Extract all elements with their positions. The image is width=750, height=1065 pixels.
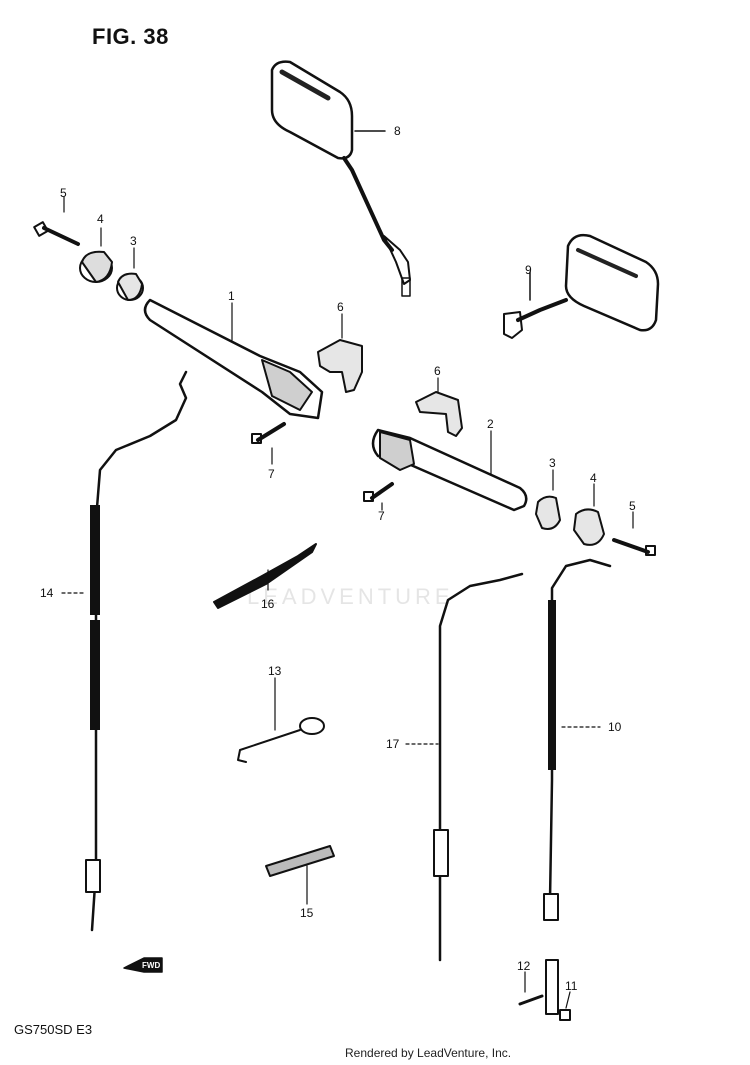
adjuster-nut bbox=[559, 991, 571, 1021]
callout-2: 2 bbox=[487, 417, 494, 431]
adjuster-bolt bbox=[518, 971, 544, 1006]
left-spacer bbox=[116, 247, 144, 301]
watermark-text: LEADVENTURE bbox=[247, 584, 454, 609]
callout-3-left: 3 bbox=[130, 234, 137, 248]
right-spacer bbox=[535, 469, 561, 530]
clutch-cable bbox=[61, 370, 188, 932]
right-handlebar bbox=[371, 428, 528, 512]
callout-11: 11 bbox=[565, 979, 578, 993]
callout-10: 10 bbox=[608, 720, 622, 734]
callout-4-left: 4 bbox=[97, 212, 104, 226]
callout-13: 13 bbox=[268, 664, 282, 678]
cable-bracket bbox=[265, 845, 335, 905]
right-handlebar-clamp bbox=[415, 377, 463, 437]
right-mirror bbox=[503, 233, 660, 339]
callout-17: 17 bbox=[386, 737, 400, 751]
callout-12: 12 bbox=[517, 959, 531, 973]
model-code: GS750SD E3 bbox=[14, 1022, 93, 1037]
left-mirror bbox=[270, 60, 411, 297]
callout-15: 15 bbox=[300, 906, 314, 920]
callout-5-right: 5 bbox=[629, 499, 636, 513]
forward-label: FWD bbox=[142, 961, 160, 970]
callout-5-left: 5 bbox=[60, 186, 67, 200]
callout-14: 14 bbox=[40, 586, 54, 600]
left-handlebar-clamp bbox=[317, 313, 363, 393]
callout-1: 1 bbox=[228, 289, 235, 303]
cable-guide bbox=[213, 543, 317, 609]
throttle-cable-no1 bbox=[405, 572, 524, 962]
callout-7-left: 7 bbox=[268, 467, 275, 481]
cable-clip bbox=[237, 677, 325, 763]
figure-title: FIG. 38 bbox=[92, 24, 169, 49]
left-end-bolt bbox=[33, 196, 80, 246]
callout-6-left: 6 bbox=[337, 300, 344, 314]
callout-9: 9 bbox=[525, 263, 532, 277]
forward-arrow-icon: FWD bbox=[123, 957, 163, 973]
callout-6-right: 6 bbox=[434, 364, 441, 378]
callout-16: 16 bbox=[261, 597, 275, 611]
left-clamp-bolt bbox=[251, 422, 286, 465]
left-bar-end-weight bbox=[79, 227, 113, 283]
callout-3-right: 3 bbox=[549, 456, 556, 470]
right-clamp-bolt bbox=[363, 482, 394, 511]
throttle-cable-no2 bbox=[543, 558, 612, 1015]
right-bar-end-weight bbox=[573, 483, 605, 546]
left-handlebar bbox=[143, 298, 324, 420]
callout-7-right: 7 bbox=[378, 509, 385, 523]
callout-8: 8 bbox=[394, 124, 401, 138]
callout-4-right: 4 bbox=[590, 471, 597, 485]
right-end-bolt bbox=[612, 511, 656, 556]
render-credit: Rendered by LeadVenture, Inc. bbox=[345, 1046, 512, 1060]
